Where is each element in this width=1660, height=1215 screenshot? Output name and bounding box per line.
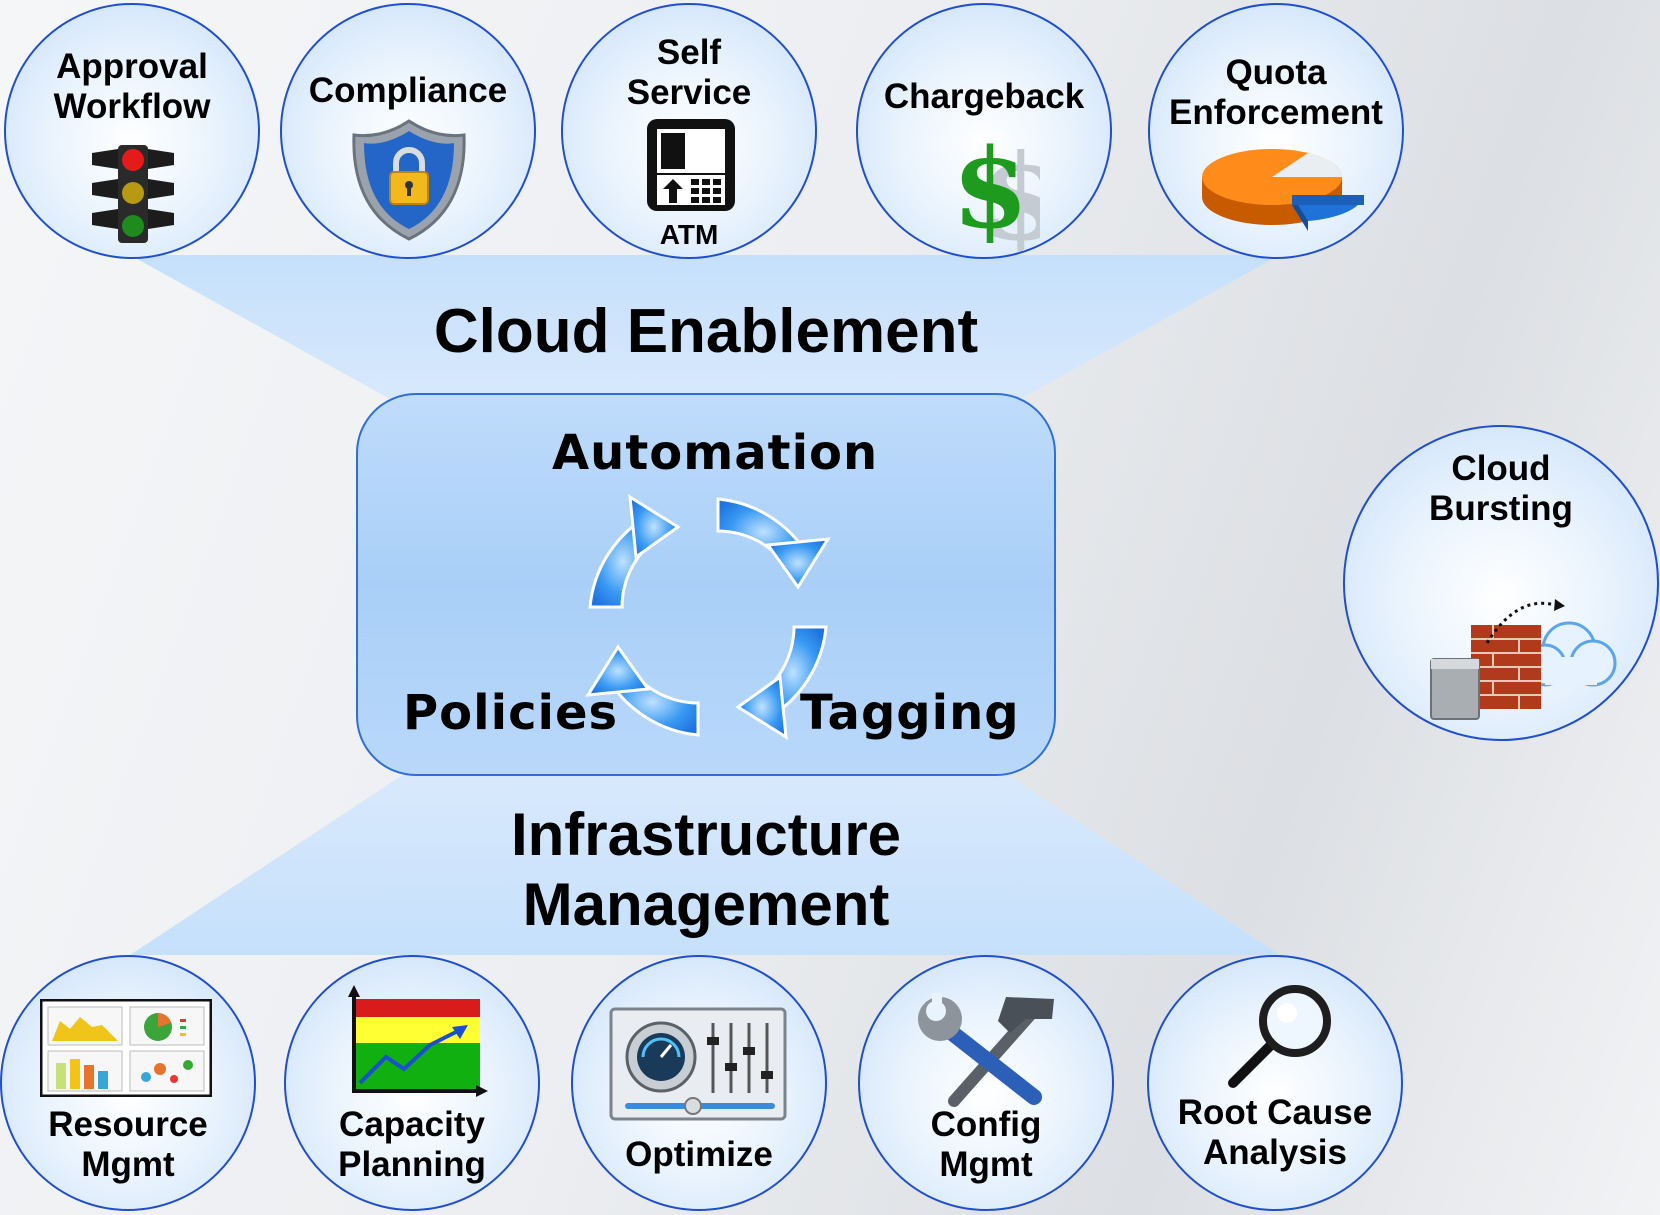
atm-label: ATM [659,219,719,250]
svg-text:$: $ [980,128,1040,251]
circle-label: Optimize [625,1135,773,1174]
config-mgmt-circle[interactable]: Config Mgmt [858,955,1114,1211]
circle-label: Service [626,73,752,112]
automation-core-box: Automation Policies Tagging [356,393,1056,776]
circle-label: Mgmt [81,1145,175,1184]
circle-label: Capacity [339,1105,485,1144]
capacity-planning-circle[interactable]: Capacity Planning [284,955,540,1211]
atm-icon [647,119,735,211]
circle-label: Self [656,33,722,72]
circle-label: Approval [56,47,208,86]
circle-label: Analysis [1203,1133,1347,1172]
firewall-cloud-icon [1430,599,1617,720]
cloud-enablement-heading: Cloud Enablement [433,297,979,366]
circle-label: Mgmt [939,1145,1033,1184]
heading-line: Infrastructure [510,801,902,868]
circle-label: Config [930,1105,1042,1144]
quota-enforcement-circle[interactable]: Quota Enforcement [1148,3,1404,259]
gauge-mixer-icon [609,1007,787,1121]
self-service-circle[interactable]: Self Service ATM [561,3,817,259]
circle-label: Bursting [1429,489,1573,528]
tagging-label: Tagging [800,685,1020,741]
policies-label: Policies [403,685,619,741]
resource-mgmt-circle[interactable]: Resource Mgmt [0,955,256,1211]
circle-label: Cloud [1451,449,1551,488]
circle-label: Planning [338,1145,486,1184]
svg-text:$: $ [952,127,1029,251]
optimize-circle[interactable]: Optimize [571,955,827,1211]
traffic-light-icon [92,145,174,243]
capacity-chart-icon [348,985,488,1097]
bottom-band [130,770,1280,955]
automation-label: Automation [552,425,879,481]
root-cause-analysis-circle[interactable]: Root Cause Analysis [1147,955,1403,1211]
compliance-circle[interactable]: Compliance [280,3,536,259]
shield-lock-icon [352,119,466,241]
dashboard-icon [40,999,212,1097]
circle-label: Compliance [308,71,508,110]
chargeback-circle[interactable]: Chargeback $ $ [856,3,1112,259]
heading-line: Management [522,871,890,938]
circle-label: Resource [48,1105,208,1144]
wrench-hammer-icon [918,993,1054,1107]
circle-label: Root Cause [1177,1093,1373,1132]
circle-label: Quota [1225,53,1327,92]
cycle-arrows-icon [585,494,831,740]
magnifier-icon [1228,985,1331,1088]
pie-chart-icon [1202,149,1364,231]
cloud-bursting-circle[interactable]: Cloud Bursting [1343,425,1659,741]
circle-label: Enforcement [1169,93,1383,132]
infrastructure-management-heading: Infrastructure Management [356,800,1056,940]
circle-label: Chargeback [883,77,1085,116]
top-band [130,255,1280,410]
circle-label: Workflow [53,87,211,126]
approval-workflow-circle[interactable]: Approval Workflow [4,3,260,259]
dollar-icon: $ $ [952,127,1040,251]
